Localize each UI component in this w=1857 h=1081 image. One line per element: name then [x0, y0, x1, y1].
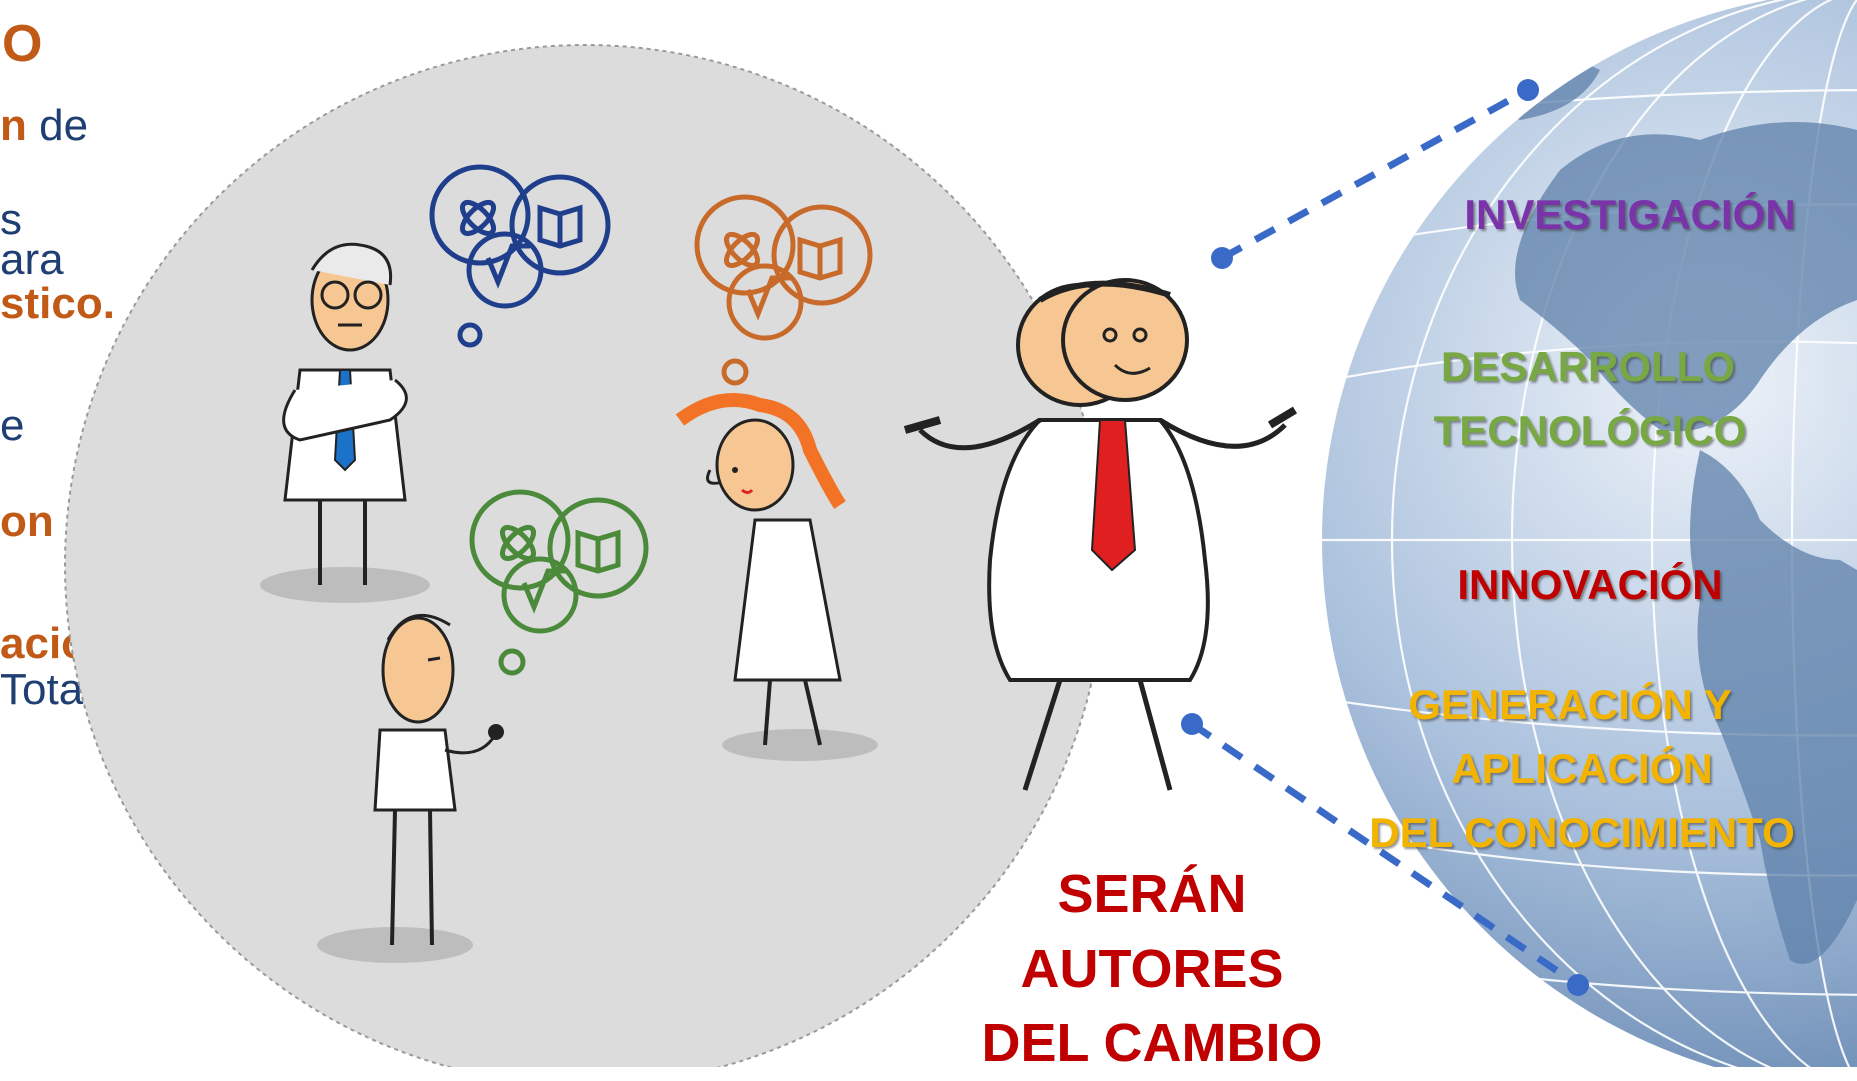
thought-bubble-blue — [429, 164, 611, 348]
math-icon — [745, 275, 790, 321]
doctor-character-shrugging — [903, 278, 1298, 791]
globe-label-aplicacion: APLICACIÓN — [1451, 745, 1713, 792]
book-icon — [537, 204, 583, 249]
atom-icon — [723, 231, 761, 269]
slogan-line-2: AUTORES — [1020, 938, 1284, 999]
globe-label-tecnologico: TECNOLÓGICO — [1433, 407, 1747, 454]
left-text-line-4: stico. — [0, 279, 115, 328]
slogan-line-3: DEL CAMBIO — [981, 1013, 1323, 1074]
atom-icon — [459, 199, 497, 237]
thought-bubble-green — [469, 489, 649, 676]
thought-bubble-orange — [694, 194, 873, 386]
doctor-character-glasses — [260, 242, 430, 603]
connector-dots — [1181, 79, 1589, 996]
left-text-line-2: s — [0, 195, 22, 244]
globe-label-generacion: GENERACIÓN Y — [1408, 681, 1732, 728]
left-text-plain: de — [39, 101, 89, 150]
group-circle — [64, 44, 1106, 1067]
left-text-line-3: ara — [0, 235, 64, 284]
doctor-character-woman — [675, 393, 878, 761]
globe-label-investigacion: INVESTIGACIÓN — [1464, 191, 1796, 238]
doctor-character-pointing — [317, 613, 504, 963]
slogan: SERÁN AUTORES DEL CAMBIO — [981, 857, 1322, 1081]
globe — [1322, 0, 1857, 1067]
left-text-line-1: n de — [0, 104, 88, 148]
globe-label-desarrollo: DESARROLLO — [1441, 343, 1735, 390]
math-icon — [521, 568, 566, 614]
left-heading-fragment: O — [2, 15, 43, 73]
book-icon — [575, 529, 621, 574]
globe-label-innovacion: INNOVACIÓN — [1457, 561, 1723, 608]
globe-label-conocimiento: DEL CONOCIMIENTO — [1369, 809, 1795, 856]
slogan-line-1: SERÁN — [1057, 864, 1247, 924]
left-text-accent: n — [0, 101, 27, 150]
book-icon — [797, 236, 843, 281]
left-text-line-5: e — [0, 401, 25, 450]
math-icon — [485, 243, 530, 289]
atom-icon — [499, 524, 537, 562]
connector-lines — [1190, 86, 1580, 988]
